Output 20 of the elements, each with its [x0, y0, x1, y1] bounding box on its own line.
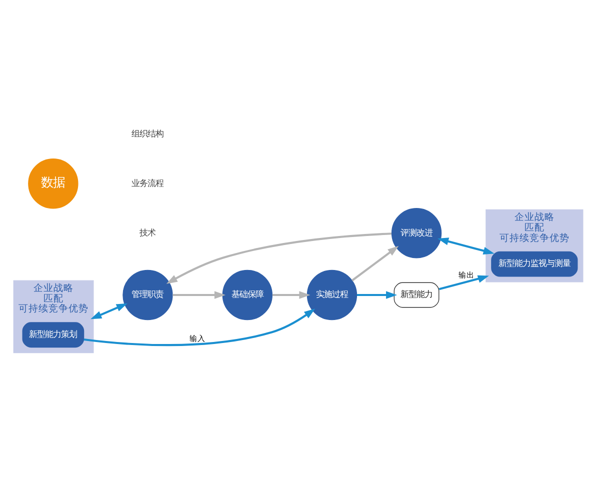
node-circle: 评测改进 — [391, 208, 442, 258]
arrow — [356, 291, 398, 299]
arrow — [352, 246, 399, 282]
node-box: 新型能力 — [394, 282, 440, 308]
arrow — [90, 303, 128, 320]
label: 组织结构 — [132, 128, 164, 138]
arrow — [84, 308, 316, 346]
arrow — [166, 232, 392, 284]
node-circle: 实施过程 — [306, 270, 358, 320]
node-circle: 基础保障 — [222, 270, 272, 320]
arrow — [272, 291, 310, 299]
label: 业务流程 — [132, 178, 164, 188]
node-circle: 管理职责 — [122, 270, 173, 320]
node-box: 新型能力策划 — [22, 322, 84, 348]
arrow — [438, 275, 489, 290]
node-box: 新型能力监视与测量 — [491, 251, 578, 277]
arrow — [438, 238, 494, 255]
label: 技术 — [140, 227, 156, 238]
node-circle: 数据 — [28, 158, 78, 209]
arrow — [172, 291, 226, 299]
